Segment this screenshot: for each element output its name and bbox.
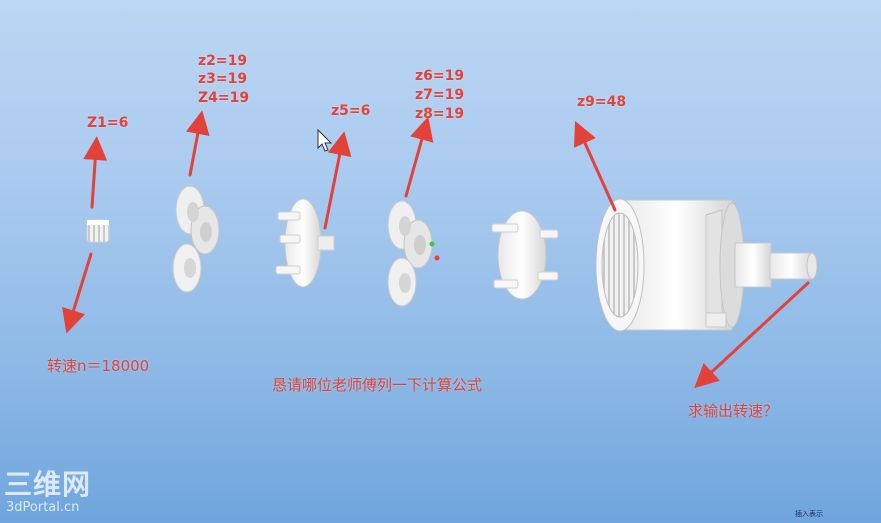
arrow-to-z6-z8 — [404, 116, 434, 198]
label-z4: Z4=19 — [198, 90, 250, 106]
label-z3: z3=19 — [198, 71, 248, 87]
label-z6: z6=19 — [415, 68, 465, 84]
arrow-to-z2-z4 — [185, 110, 210, 177]
watermark-site: 3dPortal.cn — [6, 500, 80, 515]
watermark-logo: 三维网 — [4, 468, 92, 501]
arrow-to-input-speed — [62, 252, 93, 334]
label-z7: z7=19 — [415, 87, 465, 103]
arrow-to-z9 — [573, 121, 617, 212]
arrow-to-output-question — [694, 281, 810, 389]
corner-status-text: 插入表示 — [795, 510, 823, 518]
planet-gears-stage1 — [172, 185, 220, 293]
arrow-to-z1 — [83, 136, 108, 209]
planet-carrier-stage1 — [275, 198, 335, 288]
output-speed-question: 求输出转速？ — [688, 402, 779, 420]
request-formula-text: 恳请哪位老师傅列一下计算公式 — [272, 376, 483, 394]
annotation-arrows — [62, 110, 810, 389]
planet-carrier-stage2 — [491, 210, 559, 300]
label-z8: z8=19 — [415, 106, 465, 122]
sun-gear-z1 — [86, 219, 110, 243]
label-z5: z5=6 — [331, 103, 371, 119]
planet-gears-stage2 — [387, 200, 440, 307]
arrow-to-z5 — [323, 131, 352, 230]
input-speed-label: 转速n＝18000 — [47, 357, 150, 375]
label-z1: Z1=6 — [87, 115, 129, 131]
label-z9: z9=48 — [577, 94, 627, 110]
ring-gear-housing-z9 — [595, 198, 818, 332]
mouse-cursor-icon — [317, 128, 333, 152]
label-z2: z2=19 — [198, 53, 248, 69]
